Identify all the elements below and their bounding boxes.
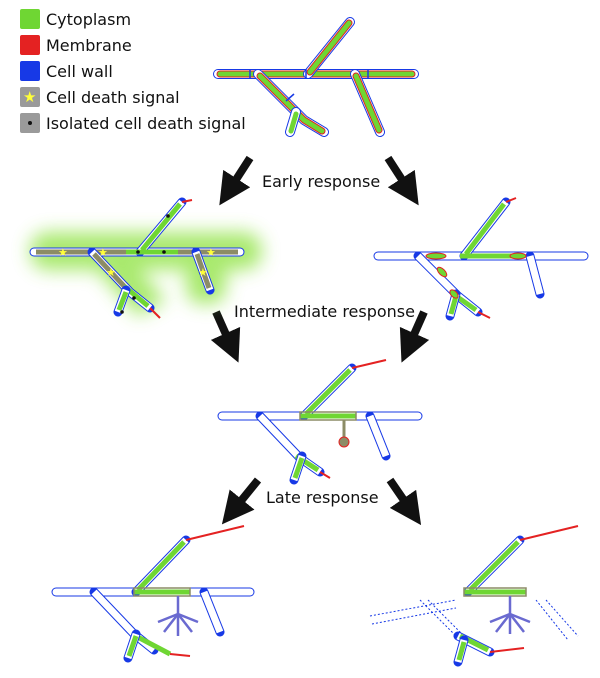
dot-icon bbox=[28, 121, 32, 125]
arrow-late-left bbox=[221, 477, 262, 525]
regrowth-branches bbox=[157, 596, 199, 636]
upper-branch bbox=[303, 17, 355, 79]
emerging-regrowth-tip bbox=[338, 420, 350, 448]
intact-hypha bbox=[213, 17, 419, 137]
late-response-label: Late response bbox=[266, 488, 379, 507]
legend-item-membrane: Membrane bbox=[20, 32, 246, 58]
svg-text:★: ★ bbox=[198, 266, 208, 279]
membrane-swatch bbox=[20, 35, 40, 55]
isolated-signal-dots bbox=[120, 214, 170, 314]
legend-item-cytoplasm: Cytoplasm bbox=[20, 6, 246, 32]
legend-label: Cytoplasm bbox=[46, 9, 132, 29]
arrow-intermediate-right bbox=[399, 310, 430, 363]
intermediate-hypha bbox=[217, 359, 423, 485]
cytoplasm-swatch bbox=[20, 9, 40, 29]
lower-branch bbox=[253, 69, 329, 137]
right-branch bbox=[350, 69, 385, 137]
star-icon: ★ bbox=[23, 88, 37, 106]
arrow-early-right bbox=[384, 155, 419, 206]
death-signal-stars: ★ ★ ★ ★ ★ bbox=[58, 246, 216, 279]
dissolved-walls bbox=[369, 599, 579, 641]
svg-text:★: ★ bbox=[106, 266, 116, 279]
legend-item-cell-death-signal: ★ Cell death signal bbox=[20, 84, 246, 110]
retracting-cytoplasm bbox=[425, 252, 527, 299]
regrowth-branches-right bbox=[489, 596, 531, 634]
early-response-label: Early response bbox=[262, 172, 381, 191]
legend-label: Isolated cell death signal bbox=[46, 113, 246, 133]
early-signal-hypha: ★ ★ ★ ★ ★ bbox=[29, 197, 262, 319]
svg-text:★: ★ bbox=[206, 246, 216, 259]
response-arrows bbox=[210, 155, 430, 526]
arrow-intermediate-left bbox=[210, 310, 241, 363]
legend-item-isolated-signal: Isolated cell death signal bbox=[20, 110, 246, 136]
early-plug-hypha bbox=[373, 197, 589, 321]
cell-death-signal-swatch: ★ bbox=[20, 87, 40, 107]
legend-label: Cell death signal bbox=[46, 87, 180, 107]
late-regrowth-hypha bbox=[51, 525, 255, 663]
svg-text:★: ★ bbox=[58, 246, 68, 259]
isolated-signal-swatch bbox=[20, 113, 40, 133]
svg-text:★: ★ bbox=[98, 246, 108, 259]
legend: Cytoplasm Membrane Cell wall ★ Cell deat… bbox=[20, 6, 246, 136]
arrow-late-right bbox=[386, 477, 422, 526]
legend-label: Membrane bbox=[46, 35, 132, 55]
legend-label: Cell wall bbox=[46, 61, 113, 81]
legend-item-cell-wall: Cell wall bbox=[20, 58, 246, 84]
intermediate-response-label: Intermediate response bbox=[234, 302, 415, 321]
cell-wall-swatch bbox=[20, 61, 40, 81]
septa bbox=[249, 69, 369, 102]
arrow-early-left bbox=[219, 155, 254, 206]
late-dissolved-hypha bbox=[369, 525, 579, 667]
